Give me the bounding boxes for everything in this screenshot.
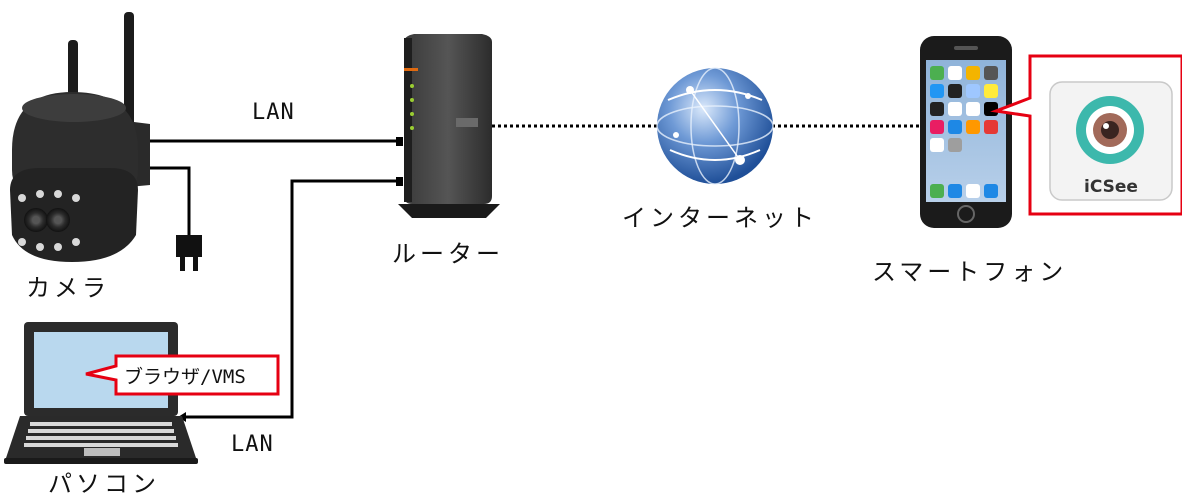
browser-vms-label: ブラウザ/VMS bbox=[124, 365, 246, 388]
connection-lines bbox=[148, 124, 922, 419]
power-cable bbox=[148, 166, 191, 238]
router-icon bbox=[398, 34, 500, 218]
icsee-app-icon bbox=[1076, 96, 1144, 164]
pc-label: パソコン bbox=[48, 470, 160, 498]
app-name-label: iCSee bbox=[1084, 177, 1138, 197]
phone-app-grid bbox=[930, 66, 998, 198]
laptop-keyboard bbox=[24, 422, 178, 447]
internet-label: インターネット bbox=[622, 204, 818, 232]
power-plug-icon bbox=[176, 235, 202, 271]
camera-label: カメラ bbox=[26, 274, 110, 302]
app-callout: iCSee bbox=[990, 54, 1182, 216]
router-port-top bbox=[396, 137, 403, 146]
lan-line-pc-router bbox=[183, 179, 398, 419]
browser-vms-callout: ブラウザ/VMS bbox=[85, 354, 280, 396]
lan-label-bottom: LAN bbox=[231, 432, 274, 457]
camera-icon bbox=[10, 12, 150, 262]
internet-globe-icon bbox=[656, 67, 774, 185]
smartphone-label: スマートフォン bbox=[872, 258, 1068, 286]
router-label: ルーター bbox=[392, 240, 504, 268]
router-port-bottom bbox=[396, 177, 403, 186]
lan-label-top: LAN bbox=[252, 100, 295, 125]
